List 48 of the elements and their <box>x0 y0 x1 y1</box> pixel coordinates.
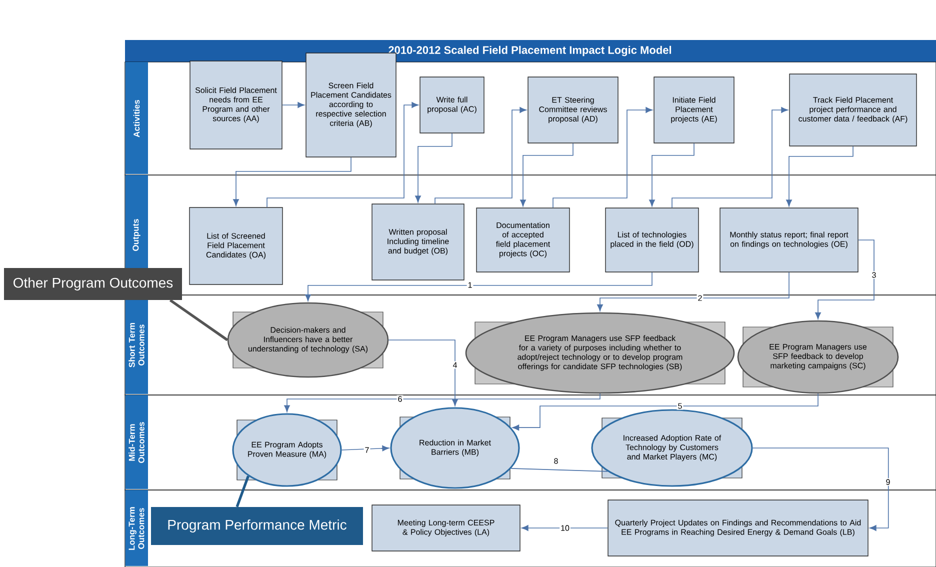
process-box: Solicit Field Placement needs from EE Program and other sources (AA) <box>190 60 282 150</box>
callout-label: Program Performance Metric <box>151 507 363 545</box>
process-box: Quarterly Project Updates on Findings and Recommendations to Aid EE Programs in Reaching Desired Energy & Demand Goals (LB) <box>608 500 868 556</box>
arrow <box>305 272 652 302</box>
process-box: Track Field Placement project performance and customer data / feedback (AF) <box>789 74 917 146</box>
process-box: Written proposal Including timeline and budget (OB) <box>372 204 464 280</box>
arrow <box>520 142 574 207</box>
arrow <box>597 272 790 312</box>
process-box: Screen Field Placement Candidates according to respective selection criteria (AB) <box>306 52 396 158</box>
edge-label: 1 <box>466 281 474 289</box>
arrow <box>815 240 874 320</box>
arrow <box>233 156 352 206</box>
arrow <box>415 132 452 203</box>
process-box: Documentation of accepted field placement projects (OC) <box>476 208 570 272</box>
callout-label: Other Program Outcomes <box>4 268 182 300</box>
arrow <box>672 107 788 208</box>
process-box: List of technologies placed in the field (OD) <box>605 208 699 272</box>
edge-label: 10 <box>560 524 570 532</box>
process-box: ET Steering Committee reviews proposal (AD) <box>528 76 618 144</box>
process-box: Initiate Field Placement projects (AE) <box>654 76 734 144</box>
process-box: List of Screened Field Placement Candidates (OA) <box>189 207 283 285</box>
edge-label: 8 <box>552 457 560 465</box>
leader-line <box>169 299 228 342</box>
process-box: Meeting Long-term CEESP & Policy Objectives (LA) <box>372 504 520 552</box>
edge-label: 7 <box>364 446 370 454</box>
arrow <box>282 102 305 108</box>
edge-label: 9 <box>884 478 892 486</box>
arrow <box>522 525 608 531</box>
arrow <box>512 393 818 430</box>
arrow <box>552 107 653 208</box>
edge-label: 6 <box>396 395 404 403</box>
edge-label: 5 <box>676 402 684 410</box>
edge-label: 3 <box>870 271 878 279</box>
arrow <box>786 146 854 207</box>
arrow <box>434 107 527 204</box>
process-box: Monthly status report; final report on findings on technologies (OE) <box>720 208 858 272</box>
arrow <box>266 102 419 208</box>
edge-label: 2 <box>696 294 704 302</box>
arrow <box>649 142 694 207</box>
edge-label: 4 <box>452 361 458 369</box>
arrow <box>388 340 458 406</box>
title-bar: 2010-2012 Scaled Field Placement Impact Logic Model <box>125 40 936 62</box>
arrow <box>284 393 600 412</box>
leader-line <box>236 476 250 508</box>
arrow <box>341 445 390 452</box>
arrow <box>752 448 889 531</box>
process-box: Write full proposal (AC) <box>420 76 484 134</box>
connector-line <box>510 468 608 472</box>
